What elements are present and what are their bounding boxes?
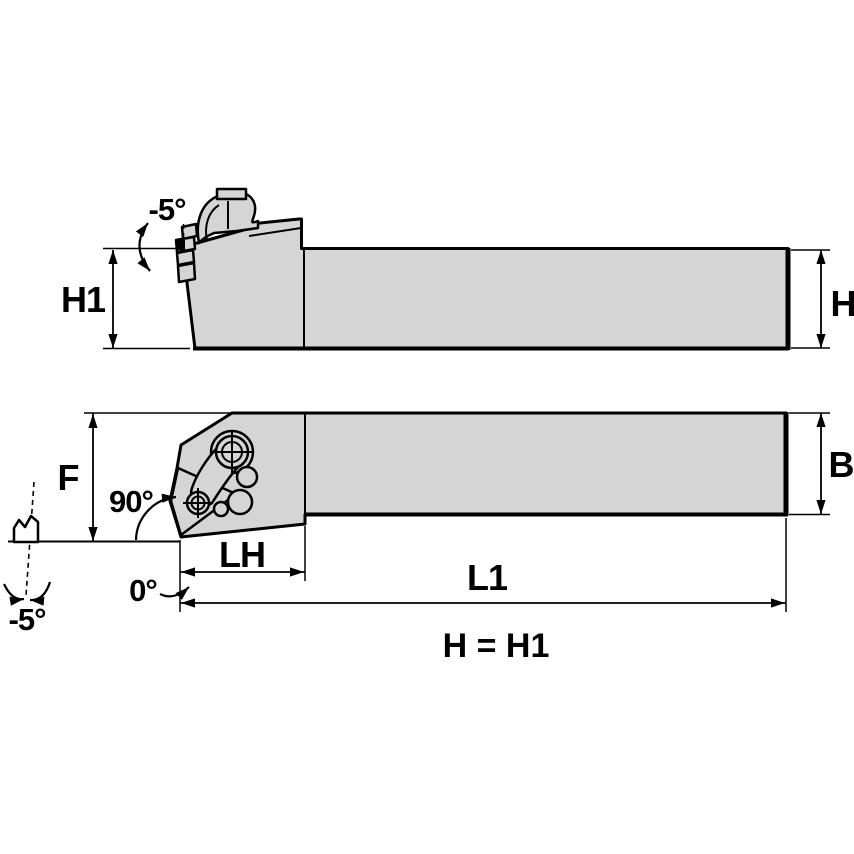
side-view-insert-stack [174, 222, 199, 284]
angle-label-rake: -5° [149, 192, 187, 227]
side-view: H1 H -5° [61, 187, 854, 351]
angle-label-inclination: -5° [9, 602, 47, 637]
dim-label-f: F [58, 457, 79, 498]
clamp-screw-icon [211, 431, 253, 473]
side-view-insert-edge [177, 240, 185, 250]
annotation-inclination-angle: -5° [3, 481, 52, 637]
side-view-clamp-screw-cap [215, 187, 248, 201]
dim-label-b: B [829, 444, 854, 485]
side-view-step-edge [248, 227, 302, 237]
dim-label-lh: LH [219, 534, 265, 575]
dimension-h: H [791, 249, 854, 349]
plan-view: F 90° B LH [3, 411, 854, 637]
equality-note: H = H1 [443, 627, 550, 665]
angle-label-lead: 90° [109, 484, 153, 519]
plan-view-body [168, 411, 788, 539]
dimension-h1: H1 [61, 247, 190, 350]
dimension-b: B [789, 412, 854, 516]
insert-screw-icon [183, 488, 213, 518]
dimension-l1: L1 [180, 518, 787, 612]
annotation-side-angle: 0° [129, 573, 193, 608]
side-view-body [185, 217, 790, 350]
dimension-lh: LH [179, 526, 306, 612]
dim-label-h: H [831, 283, 854, 324]
dim-label-l1: L1 [467, 557, 508, 598]
annotation-lead-angle: 90° [109, 484, 177, 541]
side-view-clamp-inner-line [205, 204, 220, 242]
insert-profile-icon [12, 514, 40, 544]
angle-label-side: 0° [129, 573, 157, 608]
dim-label-h1: H1 [61, 279, 106, 320]
annotation-rake-angle: -5° [135, 192, 187, 274]
